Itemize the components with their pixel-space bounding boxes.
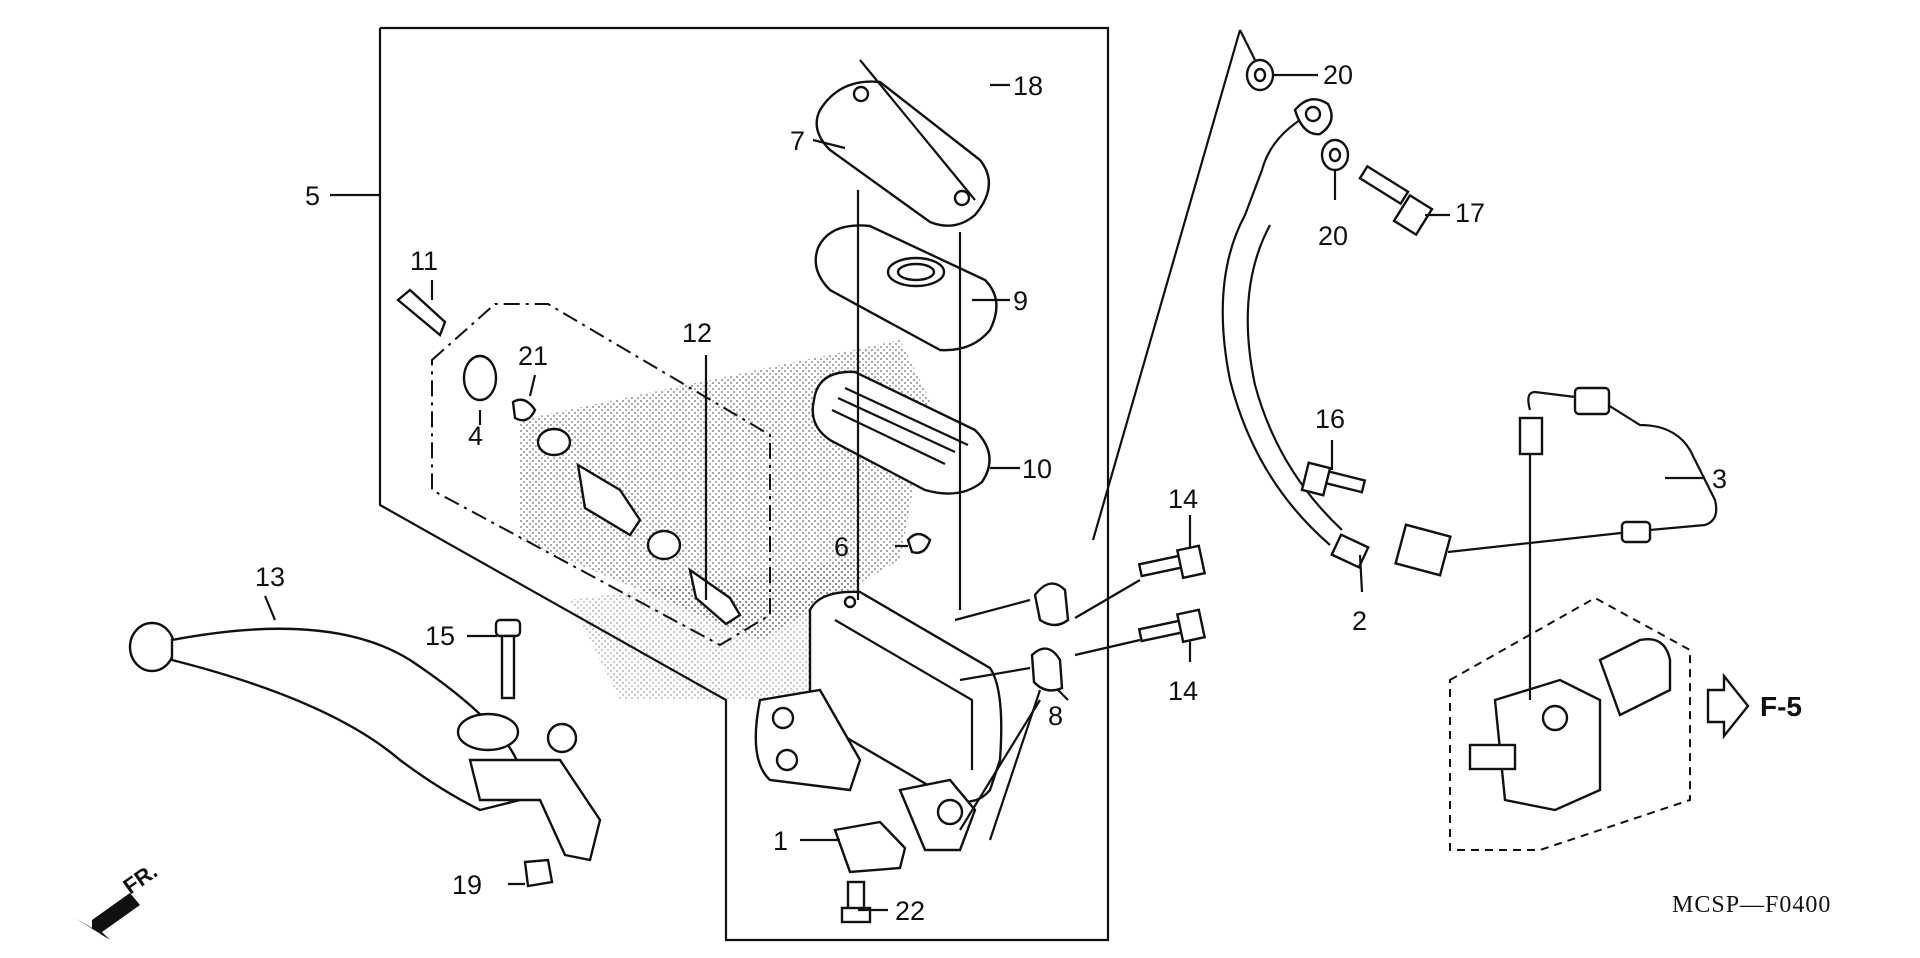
label-part-10: 10 [1022,454,1052,484]
ref-page-label: F-5 [1760,691,1802,722]
label-part-19: 19 [452,870,482,900]
diaphragm-plate [814,224,998,352]
piston-kit-outline [431,303,771,647]
label-part-4: 4 [468,421,483,451]
label-part-12: 12 [682,318,712,348]
abs-modulator [1449,596,1691,851]
assembly-frame [378,26,1110,942]
front-arrow-icon [75,893,140,940]
label-part-14-upper: 14 [1168,484,1198,514]
label-part-11: 11 [410,246,438,276]
piston-kit-parts [396,288,742,626]
brake-hose [1221,98,1370,569]
label-part-18: 18 [1013,71,1043,101]
label-part-2: 2 [1352,606,1367,636]
label-part-20-lower: 20 [1318,221,1348,251]
label-part-21: 21 [518,341,548,371]
pivot-bolt [494,618,554,888]
label-part-17: 17 [1455,198,1485,228]
label-part-20-upper: 20 [1323,60,1353,90]
label-part-13: 13 [255,562,285,592]
holder-bolts [1137,544,1207,644]
label-part-7: 7 [790,126,805,156]
clip [906,532,932,554]
label-part-14-lower: 14 [1168,676,1198,706]
label-part-3: 3 [1712,464,1727,494]
front-direction-label: FR. [119,858,162,899]
label-part-6: 6 [834,532,849,562]
label-part-9: 9 [1013,286,1028,316]
diagram-code: MCSP—F0400 [1672,892,1831,918]
label-part-1: 1 [773,826,788,856]
brake-switch [833,820,907,924]
hose-fittings [1245,58,1434,497]
label-part-15: 15 [425,621,455,651]
right-arrow-icon [1706,672,1750,740]
label-part-16: 16 [1315,404,1345,434]
brake-pipe [1394,386,1718,577]
label-part-5: 5 [305,181,320,211]
part-labels: 5 7 18 9 10 11 12 21 4 6 13 15 19 1 22 8… [255,60,1727,926]
holder [1030,582,1070,692]
reservoir-cap [815,80,991,227]
brake-lever [128,621,602,862]
ref-page-marker: F-5 [1706,672,1802,740]
front-direction-marker: FR. [75,858,162,940]
label-part-8: 8 [1048,701,1063,731]
label-part-22: 22 [895,896,925,926]
leader-lines [263,29,1705,912]
master-cylinder-body [754,590,1003,852]
